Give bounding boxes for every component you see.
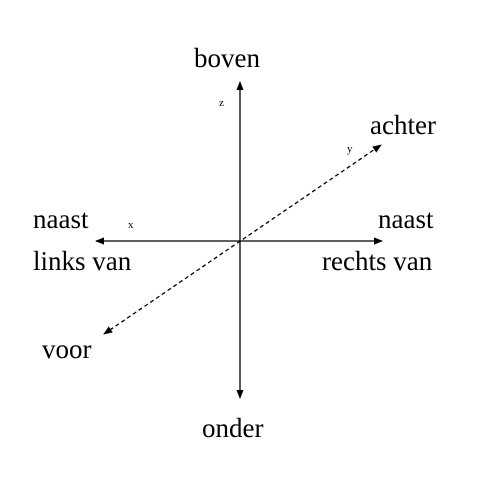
- label-left-line1: naast: [33, 204, 89, 234]
- axis-name-y: y: [347, 143, 353, 155]
- label-right-line1: naast: [378, 204, 434, 234]
- label-right-line2: rechts van: [322, 246, 433, 276]
- label-up: boven: [194, 43, 260, 73]
- y-axis-line: [103, 144, 382, 335]
- axis-name-x: x: [128, 219, 134, 231]
- label-left-line2: links van: [33, 246, 132, 276]
- label-front: voor: [42, 334, 92, 364]
- axis-name-z: z: [219, 97, 224, 109]
- label-down: onder: [202, 413, 264, 443]
- label-back: achter: [370, 110, 436, 140]
